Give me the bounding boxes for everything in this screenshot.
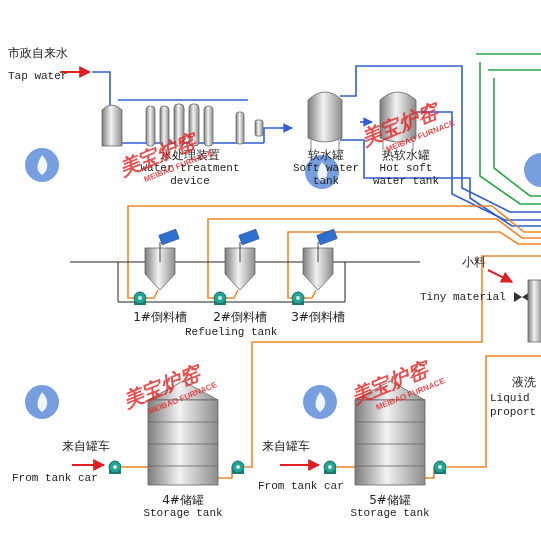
water-pipe [340,66,541,212]
equipment-caption: Hot soft water tank [372,162,440,188]
inlet-arrow [488,270,512,282]
annotation-label: proport [490,406,536,419]
equipment-name: 3#倒料槽 [291,311,345,324]
supply-pipe [488,69,541,71]
tank-shell [355,400,425,485]
water-pipe [340,140,541,226]
equipment-node: 1#倒料槽 [125,240,195,324]
tank-rib [148,444,218,445]
annotation-label: Refueling tank [185,326,277,339]
agitator-shaft [318,242,319,262]
pump-symbol [214,292,226,305]
water-pipe [118,99,248,101]
mixing-vessel [528,280,541,342]
equipment-node: 3#倒料槽 [283,240,353,324]
material-pipe [304,290,316,298]
agitator-motor [239,229,259,245]
logo-circle [25,385,59,419]
water-pipe [264,128,280,143]
annotation-label: Liquid [490,392,530,405]
agitator-shaft [160,242,161,262]
material-pipe [337,466,355,468]
pump-symbol [324,461,336,474]
filter-column [160,106,169,146]
equipment-name: 2#倒料槽 [213,311,267,324]
water-pipe-connector [360,121,372,123]
tank-rib [355,444,425,445]
equipment-caption: Storage tank [143,507,222,520]
logo-circle [303,385,337,419]
agitator-shaft [240,242,241,262]
vessel-body [308,92,342,142]
material-pipe [447,356,541,467]
annotation-label: From tank car [258,480,344,493]
equipment-name: 5#储罐 [369,494,411,507]
tank-rib [148,422,218,423]
equipment-node: 2#倒料槽 [205,240,275,324]
annotation-label: 市政自来水 [8,47,68,60]
pump-symbol [134,292,146,305]
filter-column [146,106,155,146]
material-pipe [208,219,541,298]
equipment-name: 软水罐 [308,149,344,162]
annotation-label: 液洗 [512,376,536,389]
logo-flame [37,392,47,412]
annotation-label: 小料 [462,256,486,269]
pump-symbol [292,292,304,305]
material-pipe [128,206,541,298]
uv-unit [255,120,263,136]
material-pipe [122,466,148,468]
inlet-arrow [280,464,319,466]
material-pipe [226,290,238,298]
water-pipe-connector [280,127,292,129]
annotation-label: 来自罐车 [262,440,310,453]
tank-rib [355,422,425,423]
equipment-node: 软水罐Soft water tank [292,88,360,188]
filter-column [204,106,213,146]
pretreatment-tank [102,105,122,146]
equipment-name: 4#储罐 [162,494,204,507]
supply-pipe [476,53,541,55]
equipment-name: 1#倒料槽 [133,311,187,324]
tank-rib [148,466,218,467]
valve-symbol [514,292,530,302]
agitator-motor [159,229,179,245]
logo-flame [37,155,47,175]
supply-pipe [494,78,541,196]
tank-rib [355,466,425,467]
logo-flame [315,392,325,412]
equipment-caption: Storage tank [350,507,429,520]
pump-symbol [434,461,446,474]
supply-pipe [480,62,541,204]
material-pipe [218,467,232,478]
filter-column [236,112,244,144]
annotation-label: From tank car [12,472,98,485]
logo-circle [25,148,59,182]
equipment-caption: Soft water tank [292,162,360,188]
material-pipe [146,290,158,298]
logo-circle [524,153,541,187]
annotation-label: 来自罐车 [62,440,110,453]
inlet-arrow [72,464,104,466]
pump-symbol [109,461,121,474]
agitator-motor [317,229,337,245]
water-pipe [92,72,110,108]
annotation-label: Tiny material [420,291,506,304]
annotation-label: Tap water [8,70,67,83]
pump-symbol [232,461,244,474]
material-pipe [425,467,434,478]
